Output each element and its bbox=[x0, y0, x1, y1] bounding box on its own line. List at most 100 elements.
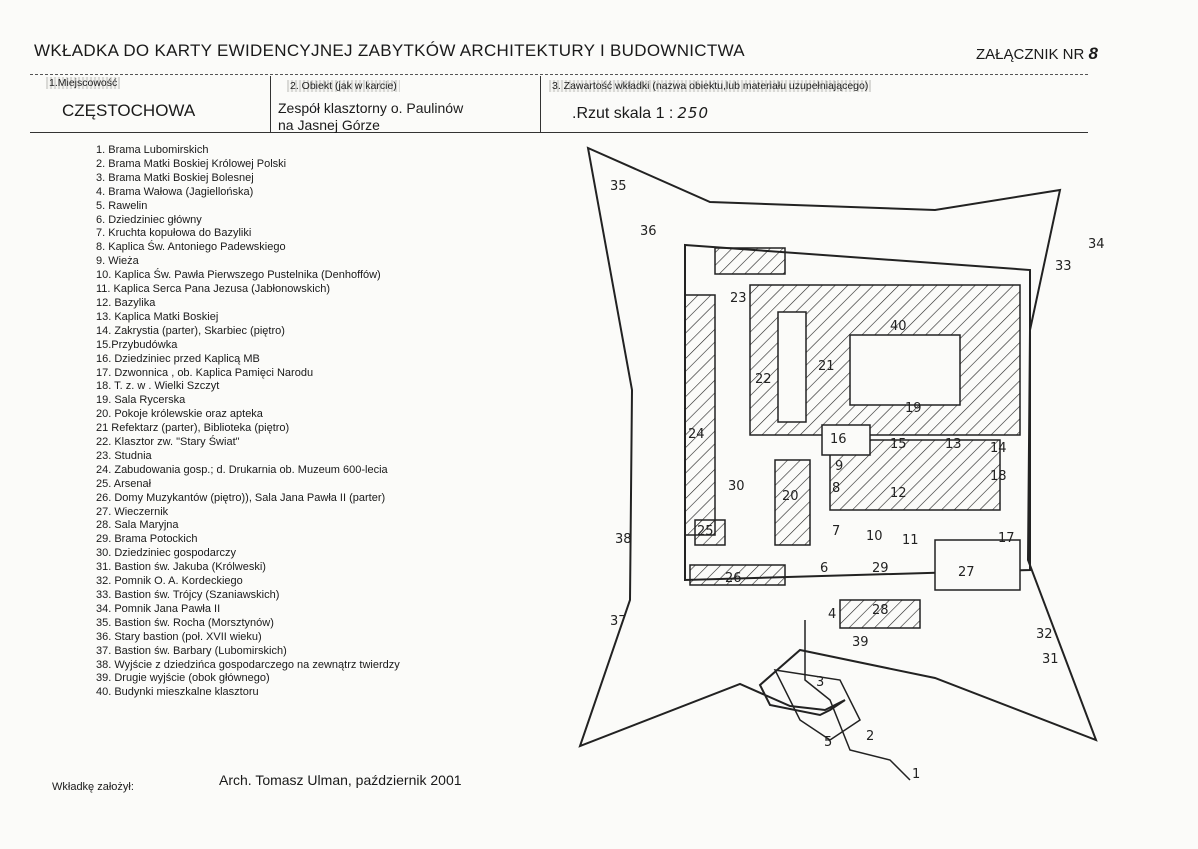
legend-item: 37. Bastion św. Barbary (Lubomirskich) bbox=[96, 644, 287, 657]
legend-item: 29. Brama Potockich bbox=[96, 533, 198, 546]
plan-label-36: 36 bbox=[640, 224, 657, 239]
building-25 bbox=[694, 519, 726, 546]
plan-label-34: 34 bbox=[1088, 237, 1105, 252]
plan-label-13: 13 bbox=[945, 437, 962, 452]
plan-label-20: 20 bbox=[782, 489, 799, 504]
scale-field: .Rzut skala 1 :250 bbox=[572, 104, 709, 123]
plan-label-40: 40 bbox=[890, 319, 907, 334]
plan-label-7: 7 bbox=[832, 524, 840, 539]
legend-item: 22. Klasztor zw. "Stary Świat" bbox=[96, 436, 240, 449]
plan-label-26: 26 bbox=[725, 571, 742, 586]
legend-item: 6. Dziedziniec główny bbox=[96, 213, 202, 226]
plan-label-29: 29 bbox=[872, 561, 889, 576]
plan-label-35: 35 bbox=[610, 179, 627, 194]
attachment-value: 8 bbox=[1088, 44, 1098, 63]
legend-item: 26. Domy Muzykantów (piętro)), Sala Jana… bbox=[96, 491, 386, 504]
legend-item: 3. Brama Matki Boskiej Bolesnej bbox=[96, 171, 254, 184]
header-divider-top bbox=[30, 74, 1088, 75]
legend-item: 32. Pomnik O. A. Kordeckiego bbox=[96, 575, 243, 588]
plan-label-31: 31 bbox=[1042, 652, 1059, 667]
scale-value: 250 bbox=[677, 104, 710, 122]
building-27 bbox=[934, 539, 1021, 591]
legend-item: 39. Drugie wyjście (obok głównego) bbox=[96, 672, 270, 685]
building-22-inner bbox=[777, 311, 807, 423]
building-28 bbox=[839, 599, 921, 629]
legend-item: 35. Bastion św. Rocha (Morsztynów) bbox=[96, 616, 274, 629]
building-26 bbox=[689, 564, 786, 586]
legend-item: 8. Kaplica Św. Antoniego Padewskiego bbox=[96, 241, 286, 254]
plan-label-12: 12 bbox=[890, 486, 907, 501]
plan-label-8: 8 bbox=[832, 481, 840, 496]
legend-item: 16. Dziedziniec przed Kaplicą MB bbox=[96, 352, 260, 365]
building-16 bbox=[821, 424, 871, 456]
legend-item: 18. T. z. w . Wielki Szczyt bbox=[96, 380, 220, 393]
plan-label-32: 32 bbox=[1036, 627, 1053, 642]
building-top-wing bbox=[714, 247, 786, 275]
locality-value: CZĘSTOCHOWA bbox=[62, 101, 196, 120]
plan-label-30: 30 bbox=[728, 479, 745, 494]
legend-item: 1. Brama Lubomirskich bbox=[96, 144, 209, 156]
plan-label-37: 37 bbox=[610, 614, 627, 629]
plan-label-25: 25 bbox=[697, 524, 714, 539]
legend-item: 2. Brama Matki Boskiej Królowej Polski bbox=[96, 157, 287, 170]
legend-item: 17. Dzwonnica , ob. Kaplica Pamięci Naro… bbox=[96, 366, 314, 379]
legend-item: 10. Kaplica Św. Pawła Pierwszego Pusteln… bbox=[96, 269, 381, 282]
legend-item: 11. Kaplica Serca Pana Jezusa (Jabłonows… bbox=[96, 283, 330, 296]
content-label: 3. Zawartość wkładki (nazwa obiektu,lub … bbox=[549, 80, 872, 92]
plan-label-27: 27 bbox=[958, 565, 975, 580]
legend-item: 4. Brama Wałowa (Jagiellońska) bbox=[96, 185, 254, 198]
plan-label-2: 2 bbox=[866, 729, 874, 744]
legend-item: 21 Refektarz (parter), Biblioteka (piętr… bbox=[96, 422, 290, 435]
plan-label-23: 23 bbox=[730, 291, 747, 306]
legend-item: 27. Wieczernik bbox=[96, 505, 169, 518]
legend-item: 20. Pokoje królewskie oraz apteka bbox=[96, 408, 263, 421]
plan-label-1: 1 bbox=[912, 767, 920, 782]
plan-label-21: 21 bbox=[818, 359, 835, 374]
plan-label-11: 11 bbox=[902, 533, 919, 548]
legend-item: 13. Kaplica Matki Boskiej bbox=[96, 310, 219, 323]
legend-item: 31. Bastion św. Jakuba (Królweski) bbox=[96, 561, 266, 574]
column-divider-2 bbox=[540, 76, 541, 132]
legend-item: 36. Stary bastion (poł. XVII wieku) bbox=[96, 630, 262, 643]
legend-item: 5. Rawelin bbox=[96, 199, 148, 212]
legend-item: 28. Sala Maryjna bbox=[96, 519, 179, 532]
legend-item: 38. Wyjście z dziedzińca gospodarczego n… bbox=[96, 658, 400, 671]
object-line-1: Zespół klasztorny o. Paulinów bbox=[278, 100, 464, 116]
legend-item: 15.Przybudówka bbox=[96, 338, 178, 351]
legend-item: 19. Sala Rycerska bbox=[96, 394, 186, 407]
legend-item: 24. Zabudowania gosp.; d. Drukarnia ob. … bbox=[96, 463, 388, 476]
legend-item: 25. Arsenał bbox=[96, 477, 152, 490]
plan-label-6: 6 bbox=[820, 561, 828, 576]
plan-label-10: 10 bbox=[866, 529, 883, 544]
plan-label-4: 4 bbox=[828, 607, 836, 622]
plan-label-24: 24 bbox=[688, 427, 705, 442]
locality-label: 1.Miejscowość bbox=[46, 77, 121, 89]
outer-gate-works bbox=[773, 669, 861, 741]
legend-item: 30. Dziedziniec gospodarczy bbox=[96, 547, 237, 560]
plan-label-5: 5 bbox=[824, 735, 832, 750]
legend-item: 14. Zakrystia (parter), Skarbiec (piętro… bbox=[96, 324, 285, 337]
column-divider-1 bbox=[270, 76, 271, 132]
document-title: WKŁADKA DO KARTY EWIDENCYJNEJ ZABYTKÓW A… bbox=[34, 41, 745, 60]
object-value: Zespół klasztorny o. Paulinów na Jasnej … bbox=[278, 100, 463, 134]
legend-item: 9. Wieża bbox=[96, 255, 139, 268]
legend-item: 33. Bastion św. Trójcy (Szaniawskich) bbox=[96, 589, 280, 601]
plan-label-16: 16 bbox=[830, 432, 847, 447]
object-line-2: na Jasnej Górze bbox=[278, 117, 380, 133]
legend-item: 23. Studnia bbox=[96, 449, 152, 462]
plan-label-3: 3 bbox=[816, 675, 824, 690]
legend-item: 7. Kruchta kopułowa do Bazyliki bbox=[96, 227, 252, 240]
scale-text: .Rzut skala 1 : bbox=[572, 105, 674, 122]
legend-item: 12. Bazylika bbox=[96, 296, 156, 309]
made-by-label: Wkładkę założył: bbox=[52, 781, 134, 793]
header-divider-bottom bbox=[30, 132, 1088, 133]
plan-label-14: 14 bbox=[990, 441, 1007, 456]
approach-path bbox=[804, 620, 911, 781]
plan-label-39: 39 bbox=[852, 635, 869, 650]
plan-label-22: 22 bbox=[755, 372, 772, 387]
author-signature: Arch. Tomasz Ulman, październik 2001 bbox=[219, 772, 462, 788]
